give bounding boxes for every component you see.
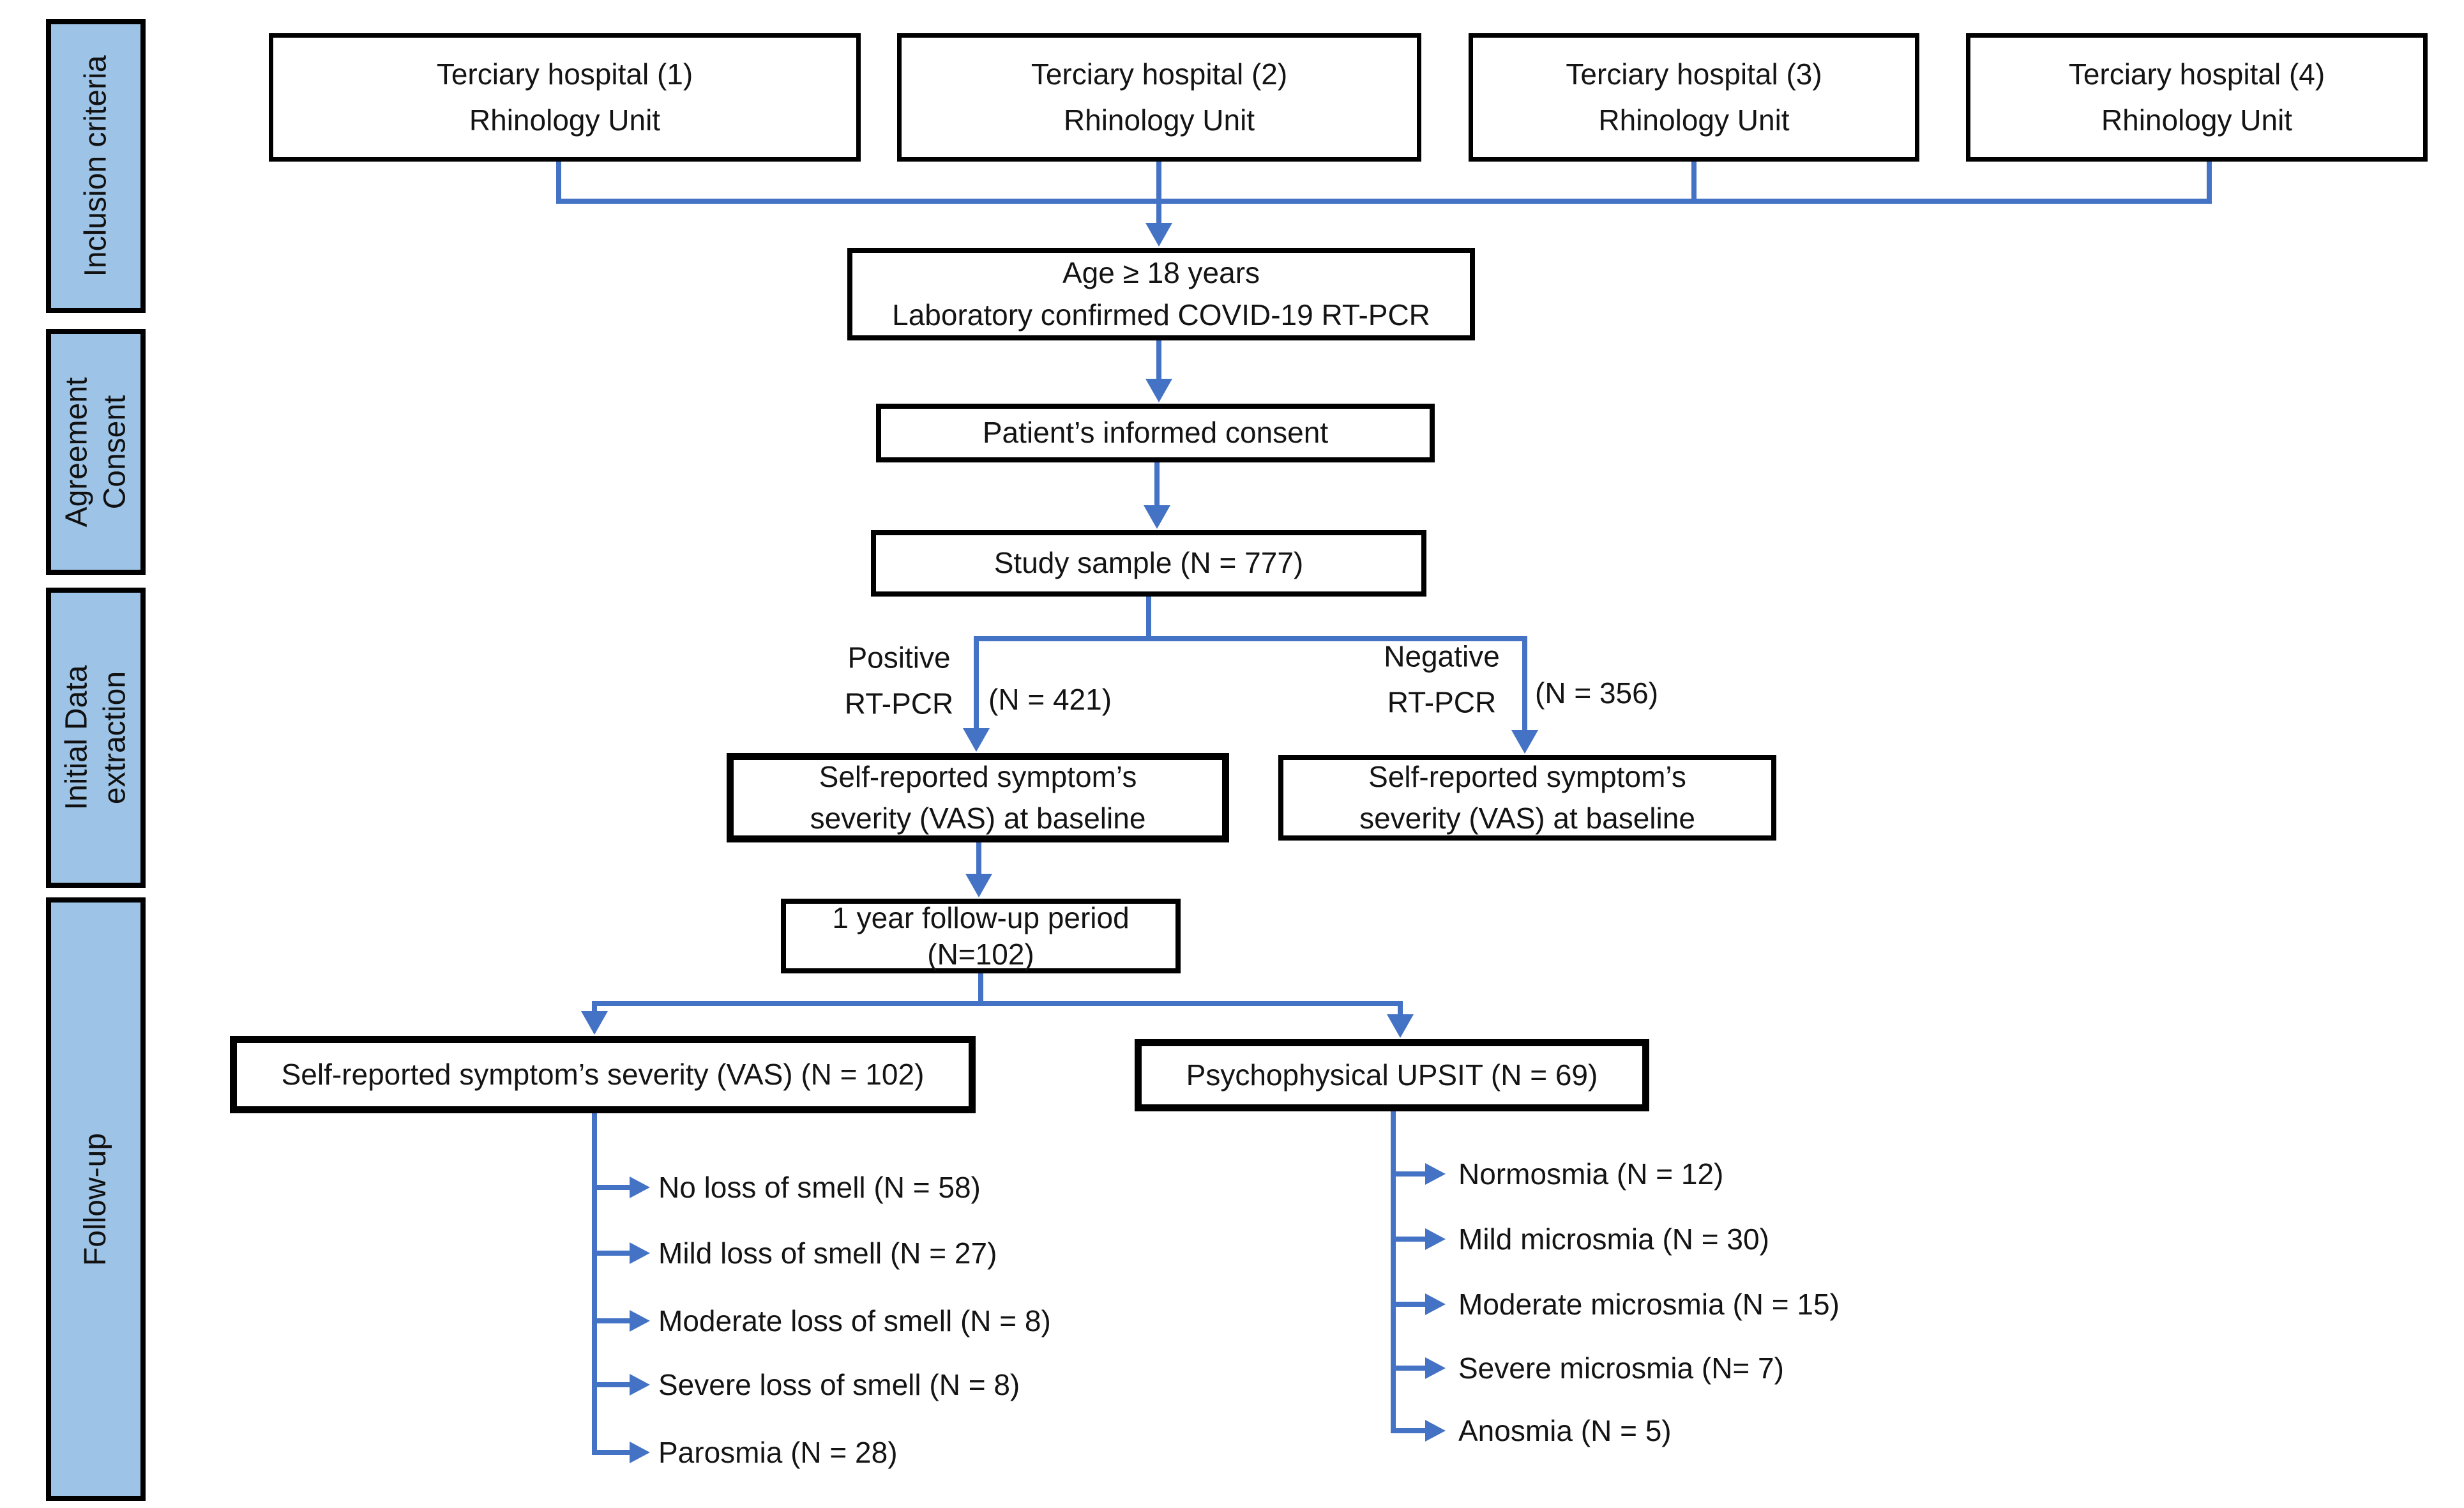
label-line: Negative	[1384, 639, 1500, 673]
node-line: Rhinology Unit	[2101, 103, 2293, 137]
node-line: 1 year follow-up period	[832, 901, 1130, 935]
vas-item-parosmia: Parosmia (N = 28)	[658, 1436, 898, 1469]
stage-label-line: Consent	[98, 395, 132, 509]
node-study-sample: Study sample (N = 777)	[871, 530, 1426, 597]
node-line: Terciary hospital (3)	[1566, 57, 1822, 91]
node-followup-period: 1 year follow-up period (N=102)	[781, 899, 1181, 973]
vas-item-no-loss: No loss of smell (N = 58)	[658, 1171, 981, 1204]
upsit-item-mild-microsmia: Mild microsmia (N = 30)	[1458, 1222, 1769, 1256]
node-baseline-vas-positive: Self-reported symptom’s severity (VAS) a…	[727, 753, 1229, 842]
label-positive-count: (N = 421)	[988, 683, 1112, 716]
stage-initial-data-extraction-label: Initial Data extraction	[57, 666, 134, 811]
stage-follow-up-label: Follow-up	[77, 1132, 115, 1265]
stage-label-line: Follow-up	[79, 1132, 113, 1266]
connector-vas-list	[592, 1113, 631, 1455]
node-line: Patient’s informed consent	[982, 416, 1329, 450]
node-line: Rhinology Unit	[1063, 103, 1255, 137]
connector-hospitals-rail	[556, 162, 2212, 224]
stage-label-line: extraction	[98, 671, 132, 805]
node-vas-followup: Self-reported symptom’s severity (VAS) (…	[230, 1036, 976, 1113]
label-negative-count: (N = 356)	[1535, 676, 1659, 710]
node-line: Rhinology Unit	[1598, 103, 1790, 137]
node-line: (N=102)	[927, 937, 1034, 971]
node-hospital-3: Terciary hospital (3) Rhinology Unit	[1469, 33, 1919, 162]
label-negative-rt-pcr: Negative RT-PCR	[1384, 634, 1500, 726]
node-line: Age ≥ 18 years	[1062, 256, 1260, 290]
node-line: severity (VAS) at baseline	[1359, 802, 1695, 835]
label-line: Positive	[847, 641, 951, 674]
node-line: Rhinology Unit	[469, 103, 661, 137]
label-line: RT-PCR	[1387, 685, 1497, 719]
stage-agreement-consent-label: Agreement Consent	[57, 377, 134, 527]
node-line: Self-reported symptom’s	[819, 759, 1137, 793]
node-informed-consent: Patient’s informed consent	[876, 404, 1435, 462]
node-hospital-2: Terciary hospital (2) Rhinology Unit	[897, 33, 1421, 162]
node-line: severity (VAS) at baseline	[810, 802, 1146, 835]
node-upsit-followup: Psychophysical UPSIT (N = 69)	[1135, 1039, 1649, 1111]
connector-upsit-list	[1391, 1111, 1426, 1433]
node-line: Self-reported symptom’s severity (VAS) (…	[281, 1057, 925, 1091]
node-line: Self-reported symptom’s	[1368, 759, 1686, 793]
stage-inclusion-criteria-label: Inclusion criteria	[77, 56, 115, 277]
stage-inclusion-criteria: Inclusion criteria	[46, 19, 146, 313]
node-line: Terciary hospital (1)	[436, 57, 693, 91]
stage-initial-data-extraction: Initial Data extraction	[46, 588, 146, 888]
vas-item-moderate-loss: Moderate loss of smell (N = 8)	[658, 1304, 1051, 1337]
vas-item-mild-loss: Mild loss of smell (N = 27)	[658, 1237, 997, 1270]
upsit-item-normosmia: Normosmia (N = 12)	[1458, 1157, 1724, 1191]
vas-item-severe-loss: Severe loss of smell (N = 8)	[658, 1368, 1020, 1401]
node-hospital-1: Terciary hospital (1) Rhinology Unit	[269, 33, 861, 162]
node-line: Laboratory confirmed COVID-19 RT-PCR	[892, 298, 1430, 331]
stage-label-line: Initial Data	[59, 665, 93, 811]
connector-followup-split	[592, 973, 1403, 1016]
upsit-item-severe-microsmia: Severe microsmia (N= 7)	[1458, 1352, 1784, 1385]
stage-follow-up: Follow-up	[46, 897, 146, 1501]
node-hospital-4: Terciary hospital (4) Rhinology Unit	[1966, 33, 2428, 162]
stage-label-line: Agreement	[59, 377, 94, 527]
node-eligibility: Age ≥ 18 years Laboratory confirmed COVI…	[847, 248, 1475, 340]
stage-agreement-consent: Agreement Consent	[46, 329, 146, 575]
label-line: RT-PCR	[844, 687, 954, 720]
upsit-item-anosmia: Anosmia (N = 5)	[1458, 1414, 1672, 1447]
node-line: Study sample (N = 777)	[994, 546, 1304, 580]
node-line: Psychophysical UPSIT (N = 69)	[1186, 1058, 1598, 1092]
node-baseline-vas-negative: Self-reported symptom’s severity (VAS) a…	[1278, 755, 1776, 841]
node-line: Terciary hospital (4)	[2068, 57, 2325, 91]
stage-label-line: Inclusion criteria	[79, 55, 112, 277]
upsit-item-moderate-microsmia: Moderate microsmia (N = 15)	[1458, 1288, 1840, 1321]
node-line: Terciary hospital (2)	[1031, 57, 1288, 91]
label-positive-rt-pcr: Positive RT-PCR	[845, 635, 953, 727]
